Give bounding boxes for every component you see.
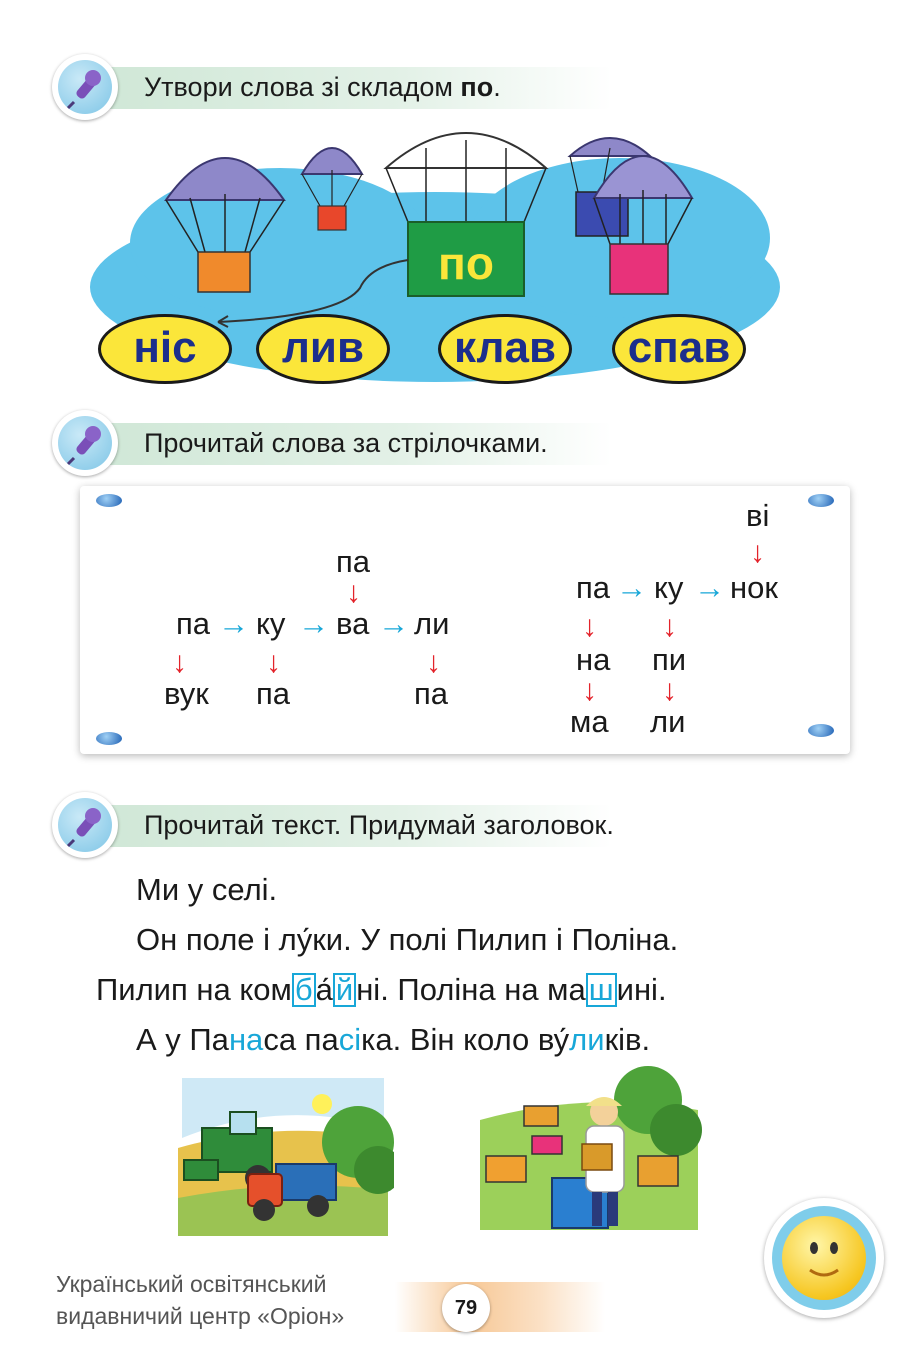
- task-1-header: Утвори слова зі складом по.: [52, 54, 612, 120]
- pin-icon: [808, 494, 834, 507]
- balloon-illustration: по ніс лив клав спав: [90, 128, 790, 408]
- syllable: пи: [652, 642, 687, 677]
- oval-word-3: клав: [438, 314, 572, 384]
- task-1-instruction: Утвори слова зі складом по.: [144, 72, 501, 102]
- microphone-icon: [52, 792, 118, 858]
- syllable: па: [256, 676, 291, 711]
- right-arrow-icon: →: [218, 606, 249, 641]
- oval-word-1: ніс: [98, 314, 232, 384]
- oval-word-2: лив: [256, 314, 390, 384]
- reading-line-2: Он поле і лу́ки. У полі Пилип і Поліна.: [136, 922, 679, 957]
- syllable: ва: [336, 606, 370, 641]
- syllable-chain-card: па ↓ па → ку → ва → ли ↓ ↓ ↓ вук па па в…: [80, 486, 850, 754]
- pin-icon: [96, 494, 122, 507]
- syllable: па: [414, 676, 449, 711]
- letter-box: й: [332, 973, 357, 1007]
- syllable-po: по: [438, 237, 494, 289]
- down-arrow-icon: ↓: [172, 646, 187, 679]
- syllable: на: [576, 642, 611, 677]
- task-2-header: Прочитай слова за стрілочками.: [52, 410, 612, 476]
- microphone-icon: [52, 410, 118, 476]
- down-arrow-icon: ↓: [266, 646, 281, 679]
- page-number: 79: [442, 1284, 490, 1332]
- right-arrow-icon: →: [616, 570, 647, 605]
- down-arrow-icon: ↓: [426, 646, 441, 679]
- publisher-imprint: Український освітянський видавничий цент…: [56, 1271, 345, 1329]
- task-3-header: Прочитай текст. Придумай заголовок.: [52, 792, 614, 858]
- farm-combine-illustration: [172, 1078, 394, 1236]
- right-arrow-icon: →: [298, 606, 329, 641]
- down-arrow-icon: ↓: [662, 610, 677, 643]
- syllable: па: [336, 544, 371, 579]
- syllable: па: [576, 570, 611, 605]
- down-arrow-icon: ↓: [346, 576, 361, 609]
- letter-box: ш: [585, 973, 617, 1007]
- task-band: [92, 423, 612, 465]
- right-arrow-icon: →: [378, 606, 409, 641]
- pin-icon: [96, 732, 122, 745]
- task-3-instruction: Прочитай текст. Придумай заголовок.: [144, 810, 614, 840]
- syllable: нок: [730, 570, 778, 605]
- pin-icon: [808, 724, 834, 737]
- reading-line-1: Ми у селі.: [136, 872, 278, 907]
- down-arrow-icon: ↓: [582, 674, 597, 707]
- syllable: ві: [746, 498, 770, 533]
- reading-line-3: Пилип на комба́йні. Поліна на машині.: [96, 972, 667, 1007]
- reading-line-4: А у Панаса пасіка. Він коло ву́ликів.: [136, 1022, 651, 1057]
- syllable: ли: [414, 606, 450, 641]
- syllable: ма: [570, 704, 609, 739]
- letter-box: б: [291, 973, 316, 1007]
- apiary-beekeeper-illustration: [472, 1060, 706, 1238]
- task-2-instruction: Прочитай слова за стрілочками.: [144, 428, 548, 458]
- down-arrow-icon: ↓: [582, 610, 597, 643]
- microphone-icon: [52, 54, 118, 120]
- right-arrow-icon: →: [694, 570, 725, 605]
- page-number-band: [395, 1282, 605, 1332]
- syllable: па: [176, 606, 211, 641]
- syllable: вук: [164, 676, 209, 711]
- task-band: [92, 67, 612, 109]
- syllable: ку: [256, 606, 286, 641]
- syllable: ку: [654, 570, 684, 605]
- down-arrow-icon: ↓: [662, 674, 677, 707]
- syllable: ли: [650, 704, 686, 739]
- parachutes-icon: [164, 132, 694, 328]
- smiley-icon: [764, 1198, 884, 1318]
- task-band: [92, 805, 612, 847]
- oval-word-4: спав: [612, 314, 746, 384]
- down-arrow-icon: ↓: [750, 536, 765, 569]
